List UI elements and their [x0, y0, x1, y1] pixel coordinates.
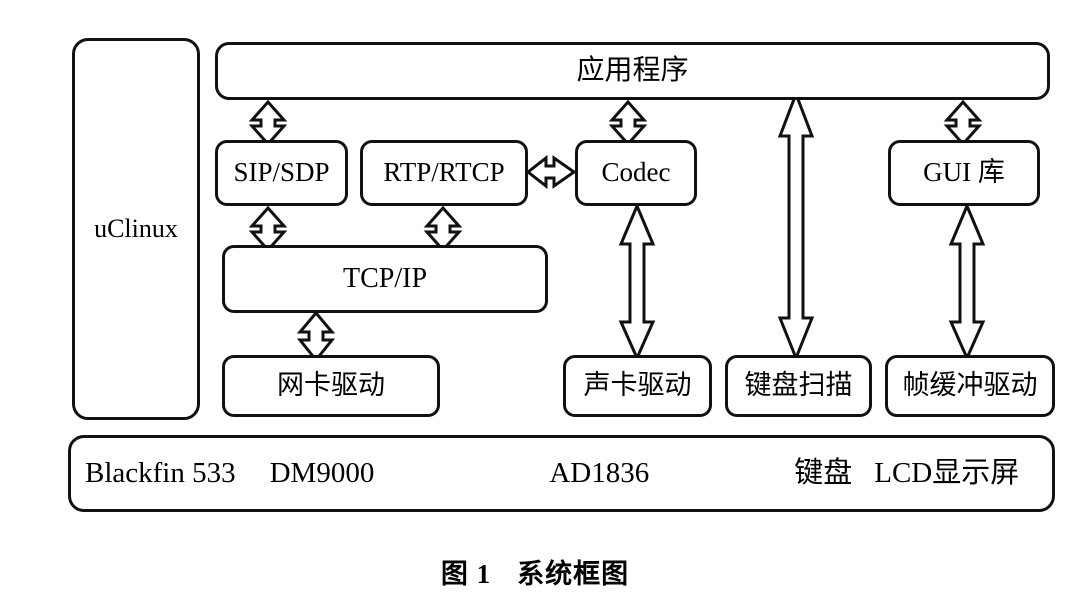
block-uclinux[interactable]: uClinux — [72, 38, 200, 420]
figure-caption-label: 图 1 — [440, 559, 492, 589]
hardware-item-ad1836: AD1836 — [549, 456, 650, 489]
block-sip-sdp[interactable]: SIP/SDP — [215, 140, 348, 206]
block-uclinux-label: uClinux — [94, 213, 178, 243]
arrow-app-to-keyboardscan — [777, 89, 815, 363]
block-frame-buffer-driver[interactable]: 帧缓冲驱动 — [885, 355, 1055, 417]
block-application-label: 应用程序 — [576, 54, 689, 86]
block-rtp-rtcp[interactable]: RTP/RTCP — [360, 140, 528, 206]
block-sound-card-driver-label: 声卡驱动 — [583, 370, 692, 401]
block-tcp-ip-label: TCP/IP — [342, 262, 428, 294]
block-codec-label: Codec — [601, 157, 671, 188]
hardware-item-dm9000: DM9000 — [269, 456, 375, 489]
block-frame-buffer-driver-label: 帧缓冲驱动 — [902, 370, 1038, 401]
block-gui-library[interactable]: GUI 库 — [888, 140, 1040, 206]
figure-caption-title: 系统框图 — [517, 559, 630, 589]
block-sound-card-driver[interactable]: 声卡驱动 — [563, 355, 712, 417]
block-hardware-platform[interactable]: Blackfin 533 DM9000 AD1836 键盘 LCD显示屏 — [68, 435, 1055, 512]
block-codec[interactable]: Codec — [575, 140, 697, 206]
block-rtp-rtcp-label: RTP/RTCP — [383, 157, 505, 188]
hardware-item-blackfin533: Blackfin 533 — [85, 456, 236, 489]
block-gui-library-label: GUI 库 — [923, 157, 1005, 188]
block-application[interactable]: 应用程序 — [215, 42, 1050, 100]
arrow-app-to-sipsdp — [248, 99, 288, 147]
block-keyboard-scan-label: 键盘扫描 — [744, 370, 853, 401]
arrow-rtprtcp-to-tcpip — [423, 205, 463, 253]
hardware-item-row: Blackfin 533 DM9000 AD1836 键盘 LCD显示屏 — [71, 456, 1052, 490]
arrow-codec-to-sounddriver — [618, 202, 656, 362]
hardware-item-lcd-display: LCD显示屏 — [874, 456, 1020, 489]
arrow-tcpip-to-netdriver — [296, 310, 336, 363]
arrow-sipsdp-to-tcpip — [248, 205, 288, 253]
block-sip-sdp-label: SIP/SDP — [233, 157, 330, 188]
block-network-card-driver[interactable]: 网卡驱动 — [222, 355, 440, 417]
hardware-item-keyboard: 键盘 — [794, 456, 853, 489]
figure-caption: 图 1 系统框图 — [0, 552, 1070, 591]
arrow-app-to-codec — [608, 99, 648, 147]
block-tcp-ip[interactable]: TCP/IP — [222, 245, 548, 313]
arrow-app-to-guilib — [943, 99, 983, 147]
arrow-guilib-to-framebuffer — [948, 202, 986, 362]
arrow-rtprtcp-to-codec — [525, 154, 577, 190]
block-keyboard-scan[interactable]: 键盘扫描 — [725, 355, 872, 417]
block-network-card-driver-label: 网卡驱动 — [277, 370, 385, 401]
